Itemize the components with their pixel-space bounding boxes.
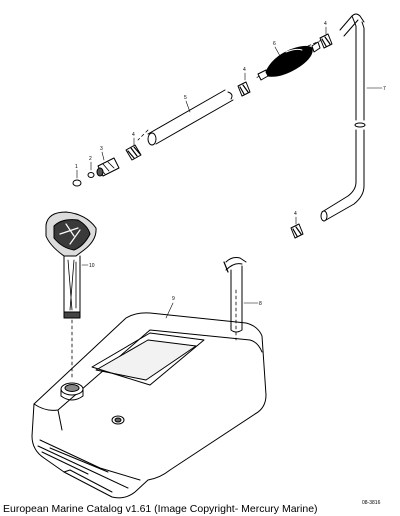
callout-4-lower: 4 [132, 132, 135, 138]
callout-7: 7 [383, 86, 386, 92]
callout-1: 1 [75, 164, 78, 170]
callout-2: 2 [89, 156, 92, 162]
hose-clamp [290, 223, 304, 239]
callout-8: 8 [259, 301, 262, 307]
connector-chain [72, 144, 142, 187]
fuel-tank [31, 312, 267, 499]
callout-4-middle: 4 [243, 67, 246, 73]
primer-bulb [257, 41, 321, 81]
callout-10: 10 [89, 263, 95, 269]
callout-4-upper: 4 [324, 21, 327, 27]
callout-6: 6 [273, 41, 276, 47]
drawing-number: 08-3816 [362, 500, 381, 506]
hose-clamp [237, 81, 251, 97]
fuel-pickup-tube [223, 257, 247, 333]
fuel-hose-lower [147, 89, 234, 146]
callout-3: 3 [100, 146, 103, 152]
leader-lines [76, 26, 383, 319]
callout-9: 9 [172, 296, 175, 302]
image-caption: European Marine Catalog v1.61 (Image Cop… [3, 503, 318, 515]
fuel-hose-to-engine [320, 13, 366, 222]
hose-clamp [319, 33, 333, 49]
callout-5: 5 [184, 95, 187, 101]
callout-4-right: 4 [294, 211, 297, 217]
callout-labels: 1 2 3 4 4 4 4 5 6 7 8 9 10 08-3816 [75, 21, 386, 506]
fuel-gauge-sender [45, 211, 97, 319]
o-ring [72, 179, 82, 187]
tank-label-plate [95, 339, 197, 381]
washer [87, 172, 95, 178]
